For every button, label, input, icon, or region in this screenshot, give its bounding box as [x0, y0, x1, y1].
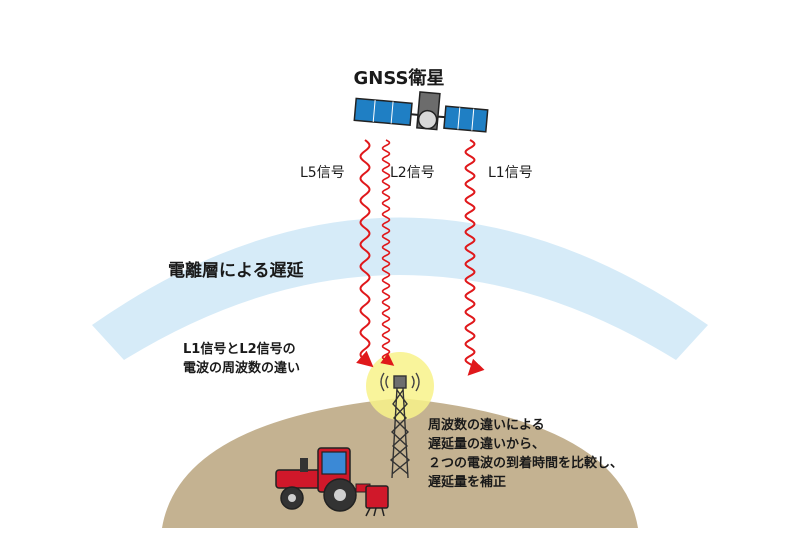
signal-wave-l5: [356, 139, 374, 368]
signal-label-l2: L2信号: [390, 165, 435, 181]
tractor-icon: [275, 447, 389, 517]
frequency-difference-line: L1信号とL2信号の: [183, 342, 296, 357]
frequency-difference-label: L1信号とL2信号の 電波の周波数の違い: [183, 340, 300, 378]
satellite-body: [416, 91, 441, 131]
satellite-label: GNSS衛星: [353, 68, 445, 89]
correction-note-line: 周波数の違いによる: [428, 418, 545, 433]
correction-note-line: 遅延量を補正: [428, 475, 507, 490]
ionosphere-band: [92, 217, 708, 360]
antenna-tower-icon: [380, 372, 420, 479]
solar-panel-right: [443, 105, 489, 133]
signal-wave-l2: [380, 139, 395, 366]
signal-label-l5: L5信号: [300, 165, 345, 181]
correction-note-line: 遅延量の違いから、: [428, 437, 546, 452]
satellite-icon: [353, 91, 489, 133]
signal-label-l1: L1信号: [488, 165, 533, 181]
frequency-difference-line: 電波の周波数の違い: [183, 361, 301, 376]
solar-panel-left: [353, 97, 413, 126]
correction-note: 周波数の違いによる 遅延量の違いから、 ２つの電波の到着時間を比較し、 遅延量を…: [428, 416, 623, 492]
rotary-tiller: [365, 485, 389, 517]
correction-note-line: ２つの電波の到着時間を比較し、: [428, 456, 624, 471]
signal-wave-l1: [464, 139, 485, 376]
ionosphere-label: 電離層による遅延: [168, 261, 304, 281]
